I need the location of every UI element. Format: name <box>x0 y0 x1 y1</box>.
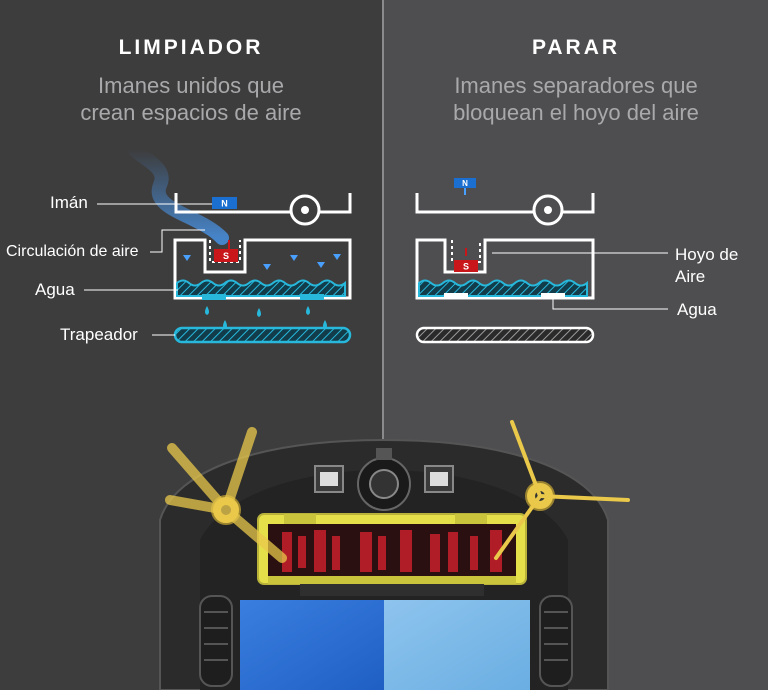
left-wheel <box>199 595 233 687</box>
mop-cloth-left <box>240 600 384 690</box>
panel-divider <box>382 0 384 690</box>
stop-subtitle-line1: Imanes separadores que <box>454 73 698 98</box>
magnet-south <box>214 249 238 262</box>
robot-vacuum-underside <box>159 420 630 690</box>
water-label-left: Agua <box>35 280 75 299</box>
water-layer <box>176 279 346 297</box>
air-circulation-label: Circulación de aire <box>6 243 139 260</box>
left-leader-lines <box>84 203 212 336</box>
stop-subtitle-line2: bloquean el hoyo del aire <box>453 100 699 125</box>
cleaning-diagram: N S <box>84 143 352 344</box>
mop-pad-right <box>415 326 595 344</box>
magnet-label: Imán <box>50 193 88 212</box>
cleaning-subtitle-line1: Imanes unidos que <box>98 73 284 98</box>
cleaning-subtitle: Imanes unidos que crean espacios de aire <box>0 72 382 126</box>
stop-diagram: N S <box>415 178 668 344</box>
air-circulation-swirl <box>128 143 229 245</box>
top-cover <box>174 193 352 214</box>
water-tank-right <box>415 238 595 300</box>
magnet-south-right <box>454 260 478 272</box>
side-brush-left <box>165 427 287 563</box>
air-hole-label-line1: Hoyo de <box>675 245 739 264</box>
stop-subtitle: Imanes separadores que bloquean el hoyo … <box>384 72 768 126</box>
magnet-north-label: N <box>221 199 228 209</box>
air-arrows <box>183 254 341 270</box>
magnet-north-right <box>454 178 476 188</box>
mop-cloth-right <box>384 600 530 690</box>
magnet-south-label: S <box>223 251 229 261</box>
side-brush-right <box>494 420 630 560</box>
water-label-right: Agua <box>677 300 717 319</box>
magnet-north <box>212 197 237 209</box>
magnet-north-right-label: N <box>462 179 468 188</box>
cleaning-subtitle-line2: crean espacios de aire <box>80 100 302 125</box>
mop-label: Trapeador <box>60 325 138 344</box>
top-cover-right <box>415 193 595 214</box>
right-leader-lines <box>492 252 668 310</box>
mop-pad <box>173 326 352 344</box>
cleaning-title: LIMPIADOR <box>118 36 264 59</box>
water-tank <box>173 238 352 300</box>
water-drops <box>205 306 327 329</box>
air-hole-label: Hoyo de Aire <box>675 244 738 288</box>
stop-title: PARAR <box>531 36 621 59</box>
magnet-south-right-label: S <box>463 262 469 272</box>
right-wheel <box>539 595 573 687</box>
water-layer-right <box>418 279 588 297</box>
air-hole-label-line2: Aire <box>675 267 706 286</box>
